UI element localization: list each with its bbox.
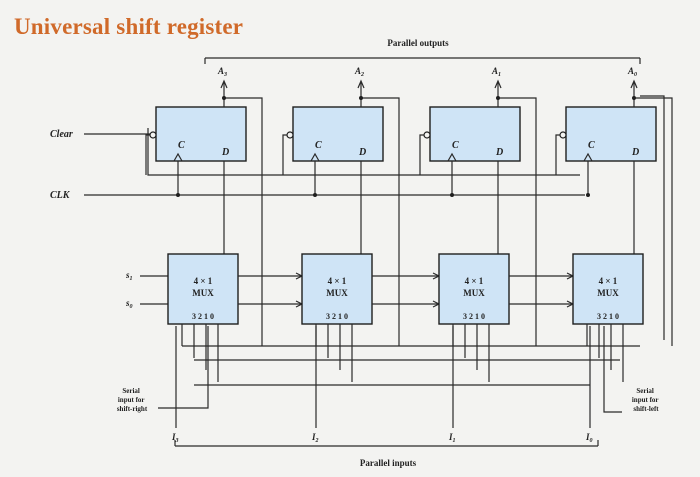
feedback-wire	[361, 97, 400, 346]
junction-dot	[632, 96, 636, 100]
clear-wire	[555, 134, 560, 175]
d-pin-label: D	[221, 147, 229, 158]
mux-name-label: MUX	[597, 288, 619, 298]
mux-name-label: MUX	[326, 288, 348, 298]
output-arrow	[494, 79, 502, 89]
mux-1: 4 × 1 MUX 3 2 1 0	[301, 253, 441, 382]
junction-dot	[313, 193, 317, 197]
d-pin-label: D	[358, 147, 366, 158]
clear-bubble	[149, 131, 157, 139]
select-bus	[238, 275, 302, 305]
mux-name-label: MUX	[463, 288, 485, 298]
select-bus	[509, 275, 573, 305]
parallel-input-2: I1	[448, 326, 456, 444]
flip-flop-0: C D A3	[145, 66, 263, 346]
output-label: A2	[354, 66, 364, 78]
select-lines	[140, 275, 168, 305]
d-pin-label: D	[495, 147, 503, 158]
output-arrow	[220, 79, 228, 89]
parallel-input-label: I1	[448, 432, 456, 444]
mux-box	[167, 253, 239, 325]
parallel-input-1: I2	[311, 326, 319, 444]
mux-2: 4 × 1 MUX 3 2 1 0	[438, 253, 575, 382]
clock-pin-label: C	[315, 140, 322, 151]
serial-right-label: Serial input for shift-right	[117, 387, 148, 413]
clk-label: CLK	[50, 190, 71, 201]
flip-flop-box	[155, 106, 247, 162]
parallel-outputs-label: Parallel outputs	[387, 38, 449, 48]
clear-bubble	[423, 131, 431, 139]
select-arrows	[295, 272, 304, 308]
d-pin-label: D	[631, 147, 639, 158]
select-arrows	[566, 272, 575, 308]
junction-dot	[176, 193, 180, 197]
parallel-input-label: I2	[311, 432, 319, 444]
clock-triangle	[310, 152, 320, 162]
clear-wire	[145, 134, 150, 175]
output-arrow	[357, 79, 365, 89]
junction-dot	[222, 96, 226, 100]
clock-pin-label: C	[178, 140, 185, 151]
mux-pins-label: 3 2 1 0	[326, 312, 348, 321]
mux-box	[438, 253, 510, 325]
output-arrow	[630, 79, 638, 89]
mux-pins-label: 3 2 1 0	[192, 312, 214, 321]
feedback-wire	[634, 97, 673, 346]
page-title: Universal shift register	[14, 14, 244, 39]
feedback-wire	[640, 95, 665, 340]
mux-pins-label: 3 2 1 0	[597, 312, 619, 321]
s0-label: s0	[125, 298, 133, 310]
serial-right-line	[158, 326, 209, 409]
parallel-input-0: I3	[171, 326, 179, 444]
junction-dot	[359, 96, 363, 100]
flip-flop-box	[565, 106, 657, 162]
clear-label: Clear	[50, 129, 73, 140]
mux-size-label: 4 × 1	[599, 276, 618, 286]
clear-wire	[282, 134, 287, 175]
mux-box	[301, 253, 373, 325]
junction-dot	[450, 193, 454, 197]
mux-0: 4 × 1 MUX 3 2 1 0	[167, 253, 304, 382]
clear-bubble	[286, 131, 294, 139]
s1-label: s1	[125, 270, 133, 282]
junction-dot	[586, 193, 590, 197]
clock-pin-label: C	[452, 140, 459, 151]
mux-3: 4 × 1 MUX 3 2 1 0	[572, 253, 644, 382]
clear-bubble	[559, 131, 567, 139]
output-label: A3	[217, 66, 227, 78]
output-label: A1	[491, 66, 501, 78]
mux-size-label: 4 × 1	[465, 276, 484, 286]
parallel-inputs-label: Parallel inputs	[360, 458, 417, 468]
feedback-wire	[224, 97, 263, 346]
clock-pin-label: C	[588, 140, 595, 151]
parallel-outputs-bracket	[204, 57, 641, 64]
output-label: A0	[627, 66, 637, 78]
junction-dot	[496, 96, 500, 100]
serial-left-line	[603, 326, 622, 413]
flip-flop-1: C D A2	[282, 66, 400, 346]
mux-size-label: 4 × 1	[194, 276, 213, 286]
parallel-input-label: I3	[171, 432, 179, 444]
flip-flop-box	[429, 106, 521, 162]
parallel-input-3: I0	[585, 326, 593, 444]
flip-flop-box	[292, 106, 384, 162]
mux-size-label: 4 × 1	[328, 276, 347, 286]
parallel-input-label: I0	[585, 432, 593, 444]
flip-flop-2: C D A1	[419, 66, 537, 346]
mux-name-label: MUX	[192, 288, 214, 298]
mux-pins-label: 3 2 1 0	[463, 312, 485, 321]
flip-flop-3: C D A0	[555, 66, 673, 346]
select-bus	[372, 275, 439, 305]
clear-wire	[419, 134, 424, 175]
feedback-wire	[498, 97, 537, 346]
parallel-inputs-bracket	[174, 440, 599, 447]
clock-triangle	[447, 152, 457, 162]
clear-bus	[147, 128, 580, 176]
clock-triangle	[583, 152, 593, 162]
select-arrows	[432, 272, 441, 308]
serial-left-label: Serial input for shift-left	[632, 387, 660, 413]
clock-triangle	[173, 152, 183, 162]
mux-box	[572, 253, 644, 325]
